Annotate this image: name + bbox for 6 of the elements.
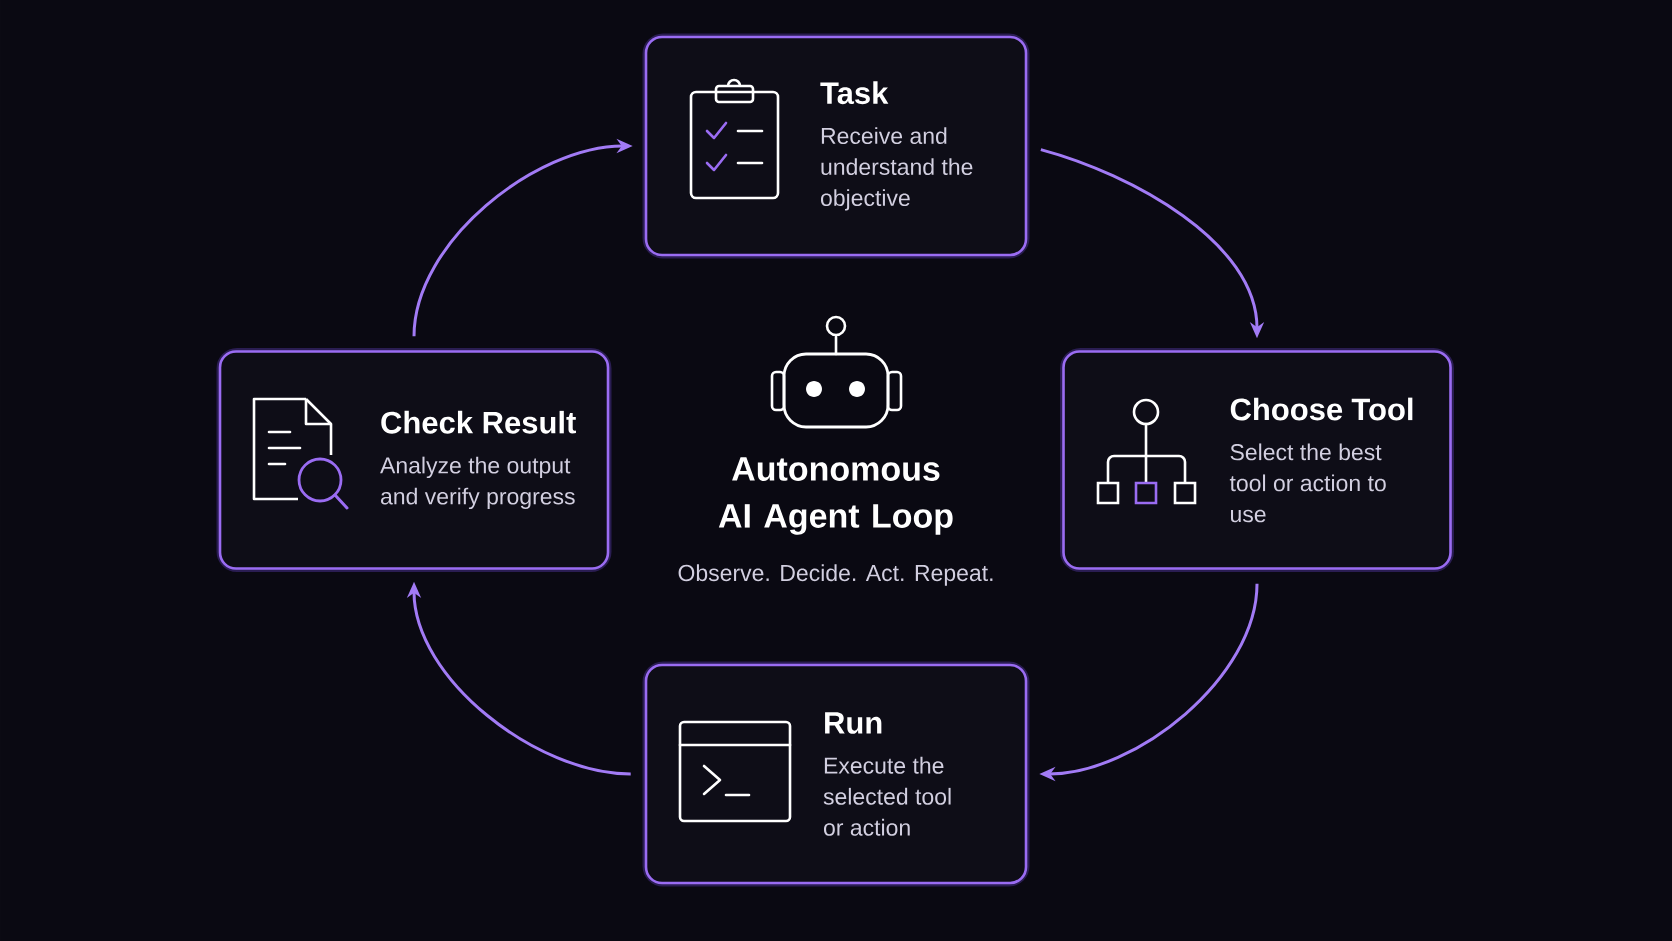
- step-box: Check Result Analyze the output and verify progress: [216, 348, 612, 572]
- step-box: Choose Tool Select the best tool or action to use: [1060, 348, 1454, 572]
- step-box: Task Receive and understand the objective: [642, 33, 1030, 259]
- title: Autonomous AI Agent Loop: [718, 457, 953, 535]
- step-box: Run Execute the selected tool or action: [642, 661, 1030, 887]
- subtitle: Observe. Decide. Act. Repeat.: [678, 564, 993, 586]
